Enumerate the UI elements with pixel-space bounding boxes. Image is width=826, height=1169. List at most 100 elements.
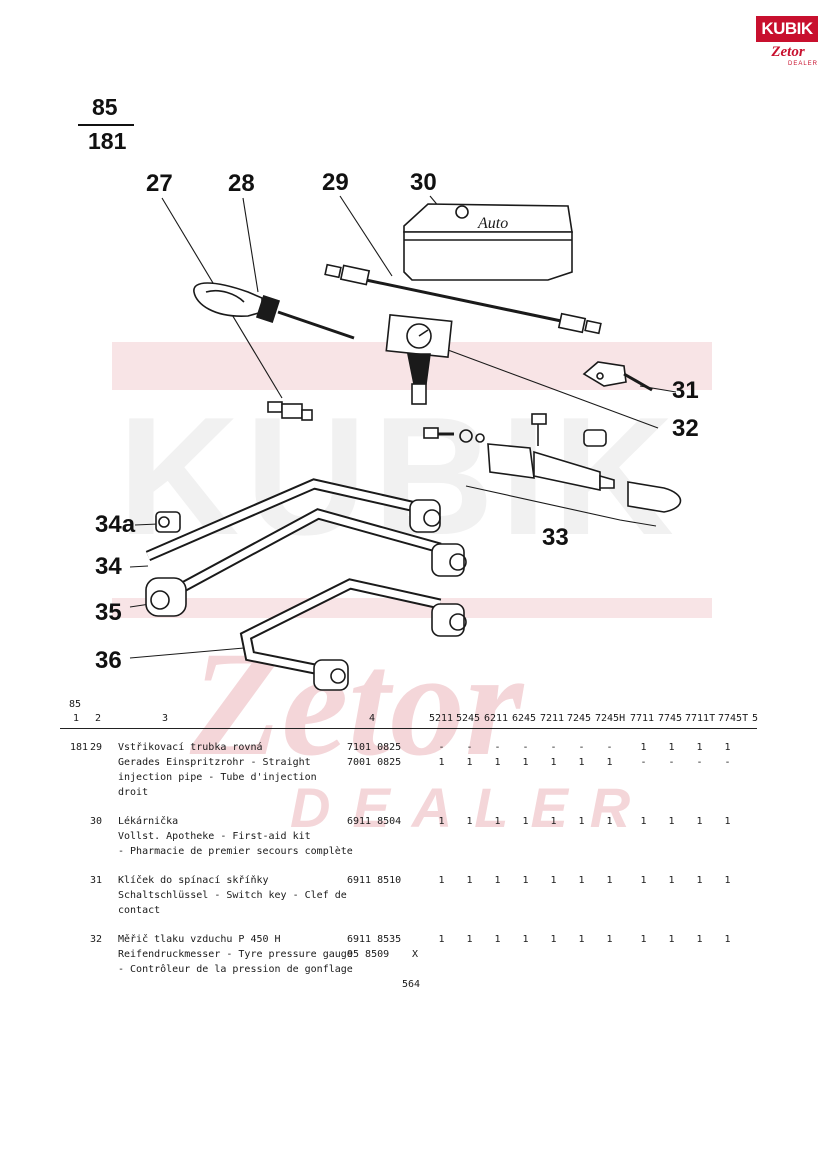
logo-dealer: DEALER <box>787 61 818 67</box>
mark: 1 <box>606 934 613 945</box>
model-header-7211: 7211 <box>540 713 565 724</box>
mark: 1 <box>640 742 647 753</box>
mark: 1 <box>578 757 585 768</box>
first-aid-kit-lid-text: Auto <box>477 215 508 232</box>
mark: 1 <box>438 934 445 945</box>
col-header-3: 3 <box>162 713 169 724</box>
model-header-5245: 5245 <box>456 713 481 724</box>
row-32-code-2: 95 8509 <box>347 949 390 960</box>
mark: 1 <box>724 816 731 827</box>
model-header-5211: 5211 <box>429 713 454 724</box>
row-30-pos: 30 <box>90 816 103 827</box>
box-wrench-icon <box>145 478 467 617</box>
mark: 1 <box>606 816 613 827</box>
mark: 1 <box>438 757 445 768</box>
mark: 1 <box>640 875 647 886</box>
first-aid-kit-icon <box>403 203 573 281</box>
mark: - <box>640 757 647 768</box>
row-29-desc-3: injection pipe - Tube d'injection <box>118 772 317 783</box>
callout-33: 33 <box>542 524 569 551</box>
mark: 1 <box>606 757 613 768</box>
row-32-code-1: 6911 8535 <box>347 934 402 945</box>
page-number: 564 <box>402 979 421 990</box>
callout-27: 27 <box>146 170 173 197</box>
col-header-2: 2 <box>95 713 102 724</box>
mark: 1 <box>466 816 473 827</box>
row-32-desc-1: Měřič tlaku vzduchu P 450 H <box>118 934 281 945</box>
logo-kubik: KUBIK <box>756 16 818 42</box>
mark: 1 <box>668 934 675 945</box>
row-31-desc-3: contact <box>118 905 161 916</box>
mark: 1 <box>640 816 647 827</box>
mark: 1 <box>522 816 529 827</box>
row-29-code-2: 7001 0825 <box>347 757 402 768</box>
page-ref-divider <box>78 124 134 126</box>
mark: 1 <box>578 934 585 945</box>
row-30-desc-2: Vollst. Apotheke - First-aid kit <box>118 831 311 842</box>
kubik-zetor-logo: KUBIK Zetor DEALER <box>756 16 818 70</box>
mark: 1 <box>606 875 613 886</box>
row-29-group: 181 <box>70 742 89 753</box>
row-30-desc-1: Lékárnička <box>118 816 179 827</box>
callout-36: 36 <box>95 647 122 674</box>
mark: 1 <box>466 875 473 886</box>
row-31-code-1: 6911 8510 <box>347 875 402 886</box>
parts-drawing: Auto <box>129 195 682 691</box>
mark: 1 <box>550 934 557 945</box>
callout-34a: 34a <box>95 511 136 538</box>
model-header-7711t: 7711T <box>685 713 716 724</box>
pressure-gauge-icon <box>385 313 453 405</box>
model-header-5: 5 <box>752 713 759 724</box>
injection-pipe-icon <box>324 263 602 335</box>
mark: 1 <box>550 875 557 886</box>
mark: 1 <box>696 816 703 827</box>
callout-34: 34 <box>95 553 122 580</box>
mark: 1 <box>466 757 473 768</box>
row-29-desc-1: Vstřikovací trubka rovná <box>118 742 263 753</box>
model-header-7711: 7711 <box>630 713 655 724</box>
mark: 1 <box>494 757 501 768</box>
mark: 1 <box>494 875 501 886</box>
mark: 1 <box>550 757 557 768</box>
injector-assembly-icon <box>423 413 682 513</box>
mark: - <box>522 742 529 753</box>
mark: 1 <box>696 742 703 753</box>
mark: 1 <box>438 816 445 827</box>
mark: - <box>494 742 501 753</box>
model-header-7245: 7245 <box>567 713 592 724</box>
callout-31: 31 <box>672 377 699 404</box>
mark: 1 <box>724 934 731 945</box>
model-header-7745: 7745 <box>658 713 683 724</box>
mark: - <box>466 742 473 753</box>
row-29-desc-2: Gerades Einspritzrohr - Straight <box>118 757 311 768</box>
mark: 1 <box>466 934 473 945</box>
watermark-dealer: DEALER <box>290 776 653 839</box>
page-ref-bottom: 181 <box>88 128 127 154</box>
nipple-fitting-icon <box>267 401 313 421</box>
mark: 1 <box>438 875 445 886</box>
mark: 1 <box>522 934 529 945</box>
col-header-1: 1 <box>73 713 80 724</box>
mark: 1 <box>668 875 675 886</box>
mark: - <box>578 742 585 753</box>
mark: 1 <box>724 742 731 753</box>
col-header-4: 4 <box>369 713 376 724</box>
callout-35: 35 <box>95 599 122 626</box>
screwdriver-icon <box>193 282 355 340</box>
callout-32: 32 <box>672 415 699 442</box>
mark: 1 <box>668 816 675 827</box>
mark: 1 <box>724 875 731 886</box>
small-socket-icon <box>155 511 181 533</box>
mark: 1 <box>578 816 585 827</box>
mark: 1 <box>668 742 675 753</box>
mark: - <box>606 742 613 753</box>
row-29-desc-4: droit <box>118 787 149 798</box>
page-ref-top: 85 <box>92 94 118 120</box>
leader-lines <box>129 195 677 659</box>
model-header-7245h: 7245H <box>595 713 626 724</box>
row-32-code-flag: X <box>412 949 419 960</box>
mark: 1 <box>696 934 703 945</box>
row-31-pos: 31 <box>90 875 103 886</box>
mark: - <box>696 757 703 768</box>
row-32-desc-2: Reifendruckmesser - Tyre pressure gauge <box>118 949 353 960</box>
